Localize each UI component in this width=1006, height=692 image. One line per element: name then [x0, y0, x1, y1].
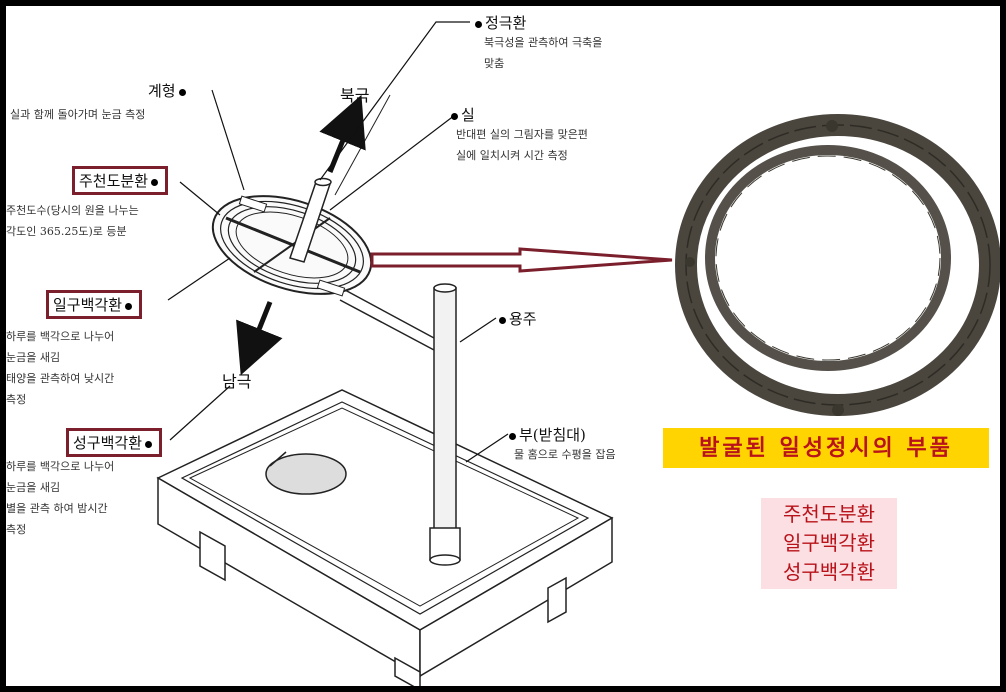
label-sil: 실	[448, 104, 475, 125]
label-gyehyeong: 계형	[148, 80, 189, 101]
bullet-dot	[145, 440, 153, 448]
base-stand	[156, 389, 614, 692]
bullet-dot	[475, 20, 482, 28]
desc-gyehyeong: 실과 함께 돌아가며 눈금 측정	[10, 108, 146, 121]
bullet-dot	[125, 302, 133, 310]
desc-bu: 물 홈으로 수평을 잡음	[514, 448, 616, 461]
bullet-dot	[509, 432, 516, 440]
parts-list: 주천도분환 일구백각환 성구백각환	[761, 498, 897, 589]
label-yongju: 용주	[496, 308, 537, 329]
parts-list-item: 성구백각환	[783, 560, 875, 584]
label-jeonggeukhwan: 정극환	[472, 12, 526, 33]
bullet-dot	[499, 316, 506, 324]
label-bu: 부(받침대)	[506, 424, 586, 445]
parts-list-item: 주천도분환	[783, 502, 875, 526]
excavated-parts-banner: 발굴된 일성정시의 부품	[663, 428, 989, 468]
rings-assembly	[211, 195, 373, 297]
label-ilgu-box: 일구백각환	[46, 290, 143, 319]
excavated-rings-image	[675, 114, 1001, 416]
pillar	[429, 283, 461, 566]
support-arm	[339, 289, 435, 351]
bullet-dot	[178, 88, 186, 96]
parts-list-item: 일구백각환	[783, 531, 875, 555]
bullet-dot	[151, 178, 159, 186]
label-seonggu-box: 성구백각환	[66, 428, 163, 457]
bullet-dot	[451, 112, 458, 120]
label-jucheon-box: 주천도분환	[72, 166, 169, 195]
north-arrow	[319, 94, 366, 173]
connector-arrow	[370, 247, 673, 273]
label-bukgeuk: 북극	[340, 86, 370, 105]
south-arrow	[236, 301, 283, 376]
leader-lines	[167, 21, 509, 463]
label-namgeuk: 남극	[222, 372, 252, 391]
water-hole	[265, 451, 347, 495]
